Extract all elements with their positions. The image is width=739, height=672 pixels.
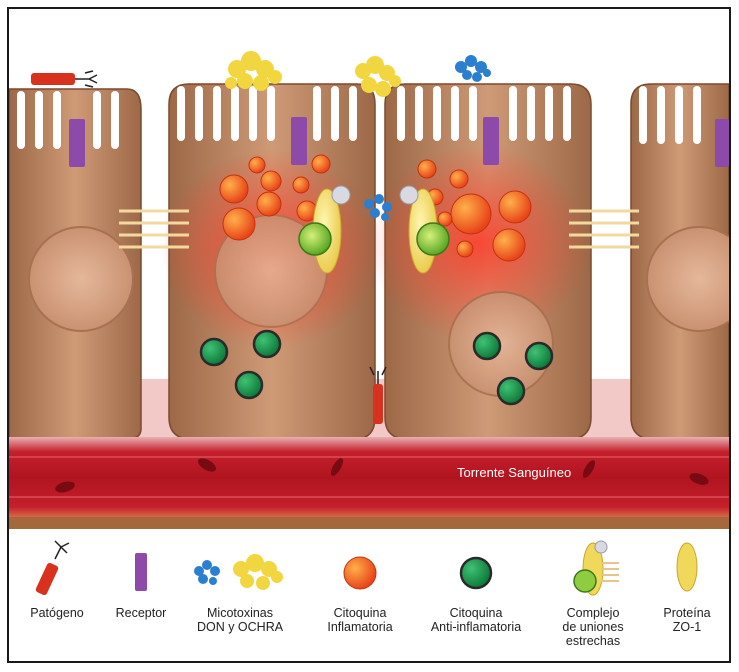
legend-label-line: Citoquina — [305, 606, 415, 620]
figure-frame: Torrente Sanguíneo Patógeno Receptor — [7, 7, 731, 663]
receptor-icon — [291, 117, 307, 165]
epithelial-cell-center-left — [161, 84, 381, 439]
anti-inflammatory-cytokine-icon — [419, 529, 533, 599]
legend-label-line: de uniones — [543, 620, 643, 634]
legend-label: Patógeno — [9, 606, 105, 620]
junction-ball-icon — [332, 186, 350, 204]
legend-label-line: Patógeno — [9, 606, 105, 620]
legend-item-tight-junction: Complejo de uniones estrechas — [543, 529, 643, 661]
legend-item-receptor: Receptor — [93, 529, 189, 661]
junction-ball-icon — [400, 186, 418, 204]
junction-complex-icon — [417, 223, 449, 255]
epithelial-cell-right — [631, 84, 729, 439]
tight-junction-complex-icon — [543, 529, 643, 605]
legend-label: Complejo de uniones estrechas — [543, 606, 643, 648]
legend-item-pathogen: Patógeno — [9, 529, 105, 661]
legend-item-mycotoxins: Micotoxinas DON y OCHRA — [185, 529, 295, 661]
legend-label-line: Citoquina — [419, 606, 533, 620]
legend-label-line: Receptor — [93, 606, 189, 620]
receptor-icon — [715, 119, 729, 167]
mycotoxins-icon — [185, 529, 295, 599]
legend-label-line: DON y OCHRA — [185, 620, 295, 634]
intestinal-epithelium-diagram: Torrente Sanguíneo — [9, 9, 729, 529]
legend-label: Citoquina Inflamatoria — [305, 606, 415, 634]
legend-label-line: Anti-inflamatoria — [419, 620, 533, 634]
legend-item-inflammatory: Citoquina Inflamatoria — [305, 529, 415, 661]
epithelial-cell-center-right — [369, 84, 591, 439]
legend-label-line: estrechas — [543, 634, 643, 648]
inflammatory-cytokine-icon — [305, 529, 415, 599]
legend-item-anti-inflammatory: Citoquina Anti-inflamatoria — [419, 529, 533, 661]
legend-label: Proteína ZO-1 — [645, 606, 729, 634]
legend-label: Citoquina Anti-inflamatoria — [419, 606, 533, 634]
blood-vessel: Torrente Sanguíneo — [9, 437, 729, 519]
pathogen-icon — [9, 529, 105, 599]
legend-label-line: Inflamatoria — [305, 620, 415, 634]
legend-label-line: ZO-1 — [645, 620, 729, 634]
legend-label-line: Proteína — [645, 606, 729, 620]
legend-label: Micotoxinas DON y OCHRA — [185, 606, 295, 634]
legend-item-zo1: Proteína ZO-1 — [645, 529, 729, 661]
legend: Patógeno Receptor M — [9, 529, 729, 661]
blood-stream-label: Torrente Sanguíneo — [457, 465, 571, 480]
legend-label-line: Micotoxinas — [185, 606, 295, 620]
epithelial-cell-left — [9, 89, 141, 439]
receptor-icon — [69, 119, 85, 167]
connective-tissue-band — [9, 517, 729, 529]
receptor-icon — [483, 117, 499, 165]
legend-label-line: Complejo — [543, 606, 643, 620]
receptor-icon — [93, 529, 189, 599]
zo1-protein-icon — [645, 529, 729, 599]
junction-complex-icon — [299, 223, 331, 255]
legend-label: Receptor — [93, 606, 189, 620]
